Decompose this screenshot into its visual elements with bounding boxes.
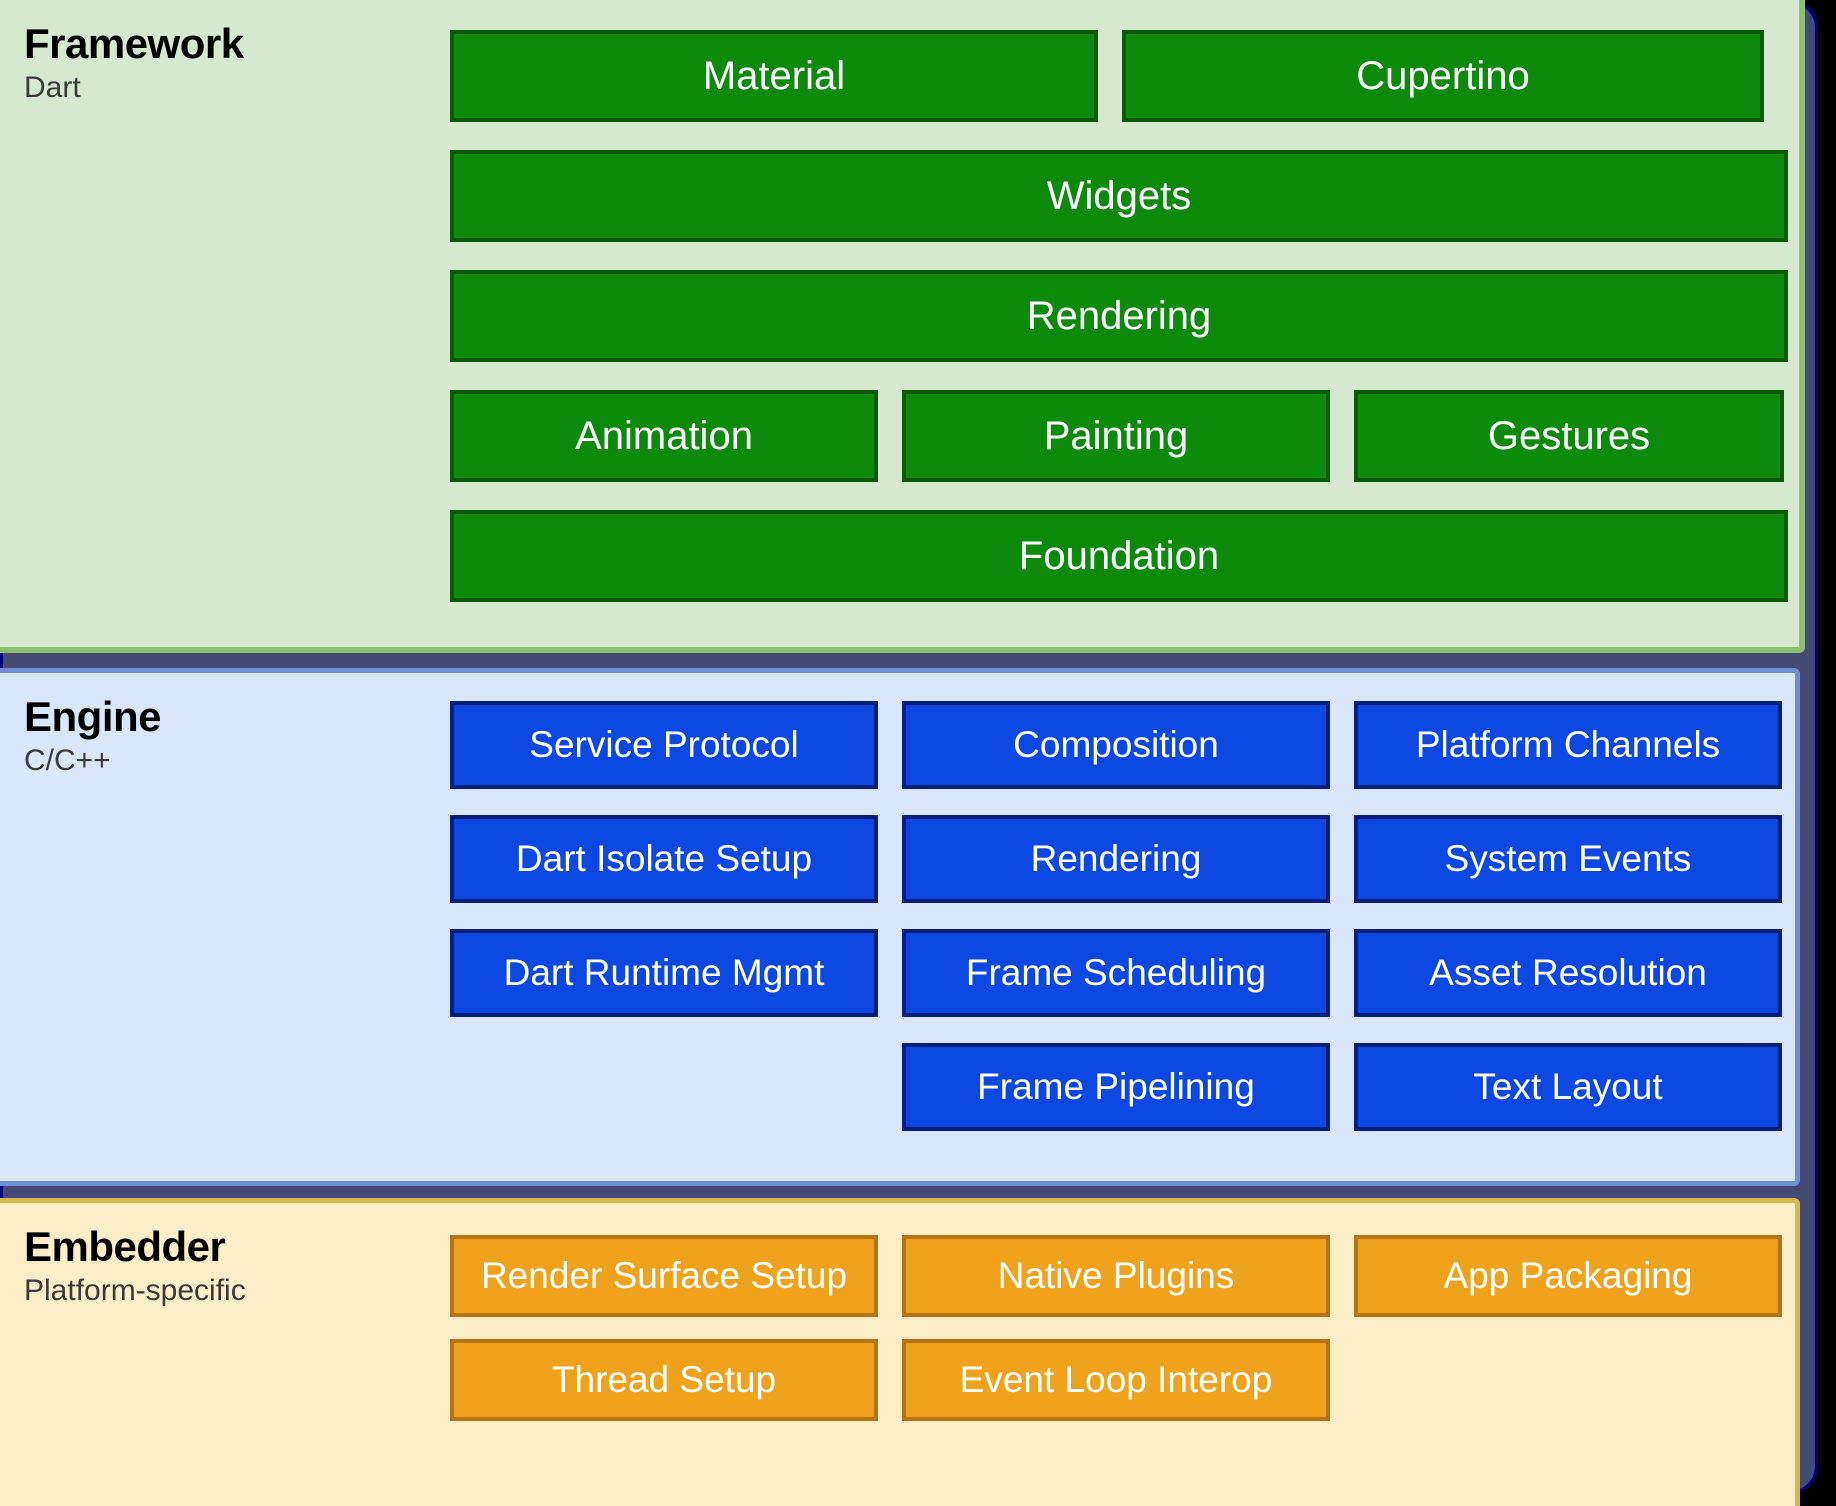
engine-row-4: Frame Pipelining Text Layout (450, 1043, 1788, 1131)
engine-box-dart-runtime-mgmt[interactable]: Dart Runtime Mgmt (450, 929, 878, 1017)
engine-box-asset-resolution[interactable]: Asset Resolution (1354, 929, 1782, 1017)
engine-box-dart-isolate-setup[interactable]: Dart Isolate Setup (450, 815, 878, 903)
framework-box-widgets[interactable]: Widgets (450, 150, 1788, 242)
framework-box-cupertino[interactable]: Cupertino (1122, 30, 1764, 122)
engine-box-system-events[interactable]: System Events (1354, 815, 1782, 903)
layer-engine-title: Engine (24, 693, 162, 740)
layer-framework-rows: Material Cupertino Widgets Rendering Ani… (450, 30, 1788, 630)
engine-box-frame-pipelining[interactable]: Frame Pipelining (902, 1043, 1330, 1131)
embedder-box-event-loop-interop[interactable]: Event Loop Interop (902, 1339, 1330, 1421)
framework-box-material[interactable]: Material (450, 30, 1098, 122)
layer-framework: Framework Dart Material Cupertino Widget… (0, 0, 1805, 653)
layer-engine: Engine C/C++ Service Protocol Compositio… (0, 668, 1800, 1186)
framework-box-rendering[interactable]: Rendering (450, 270, 1788, 362)
embedder-row-2: Thread Setup Event Loop Interop (450, 1339, 1788, 1421)
engine-box-text-layout[interactable]: Text Layout (1354, 1043, 1782, 1131)
layer-engine-rows: Service Protocol Composition Platform Ch… (450, 701, 1788, 1157)
framework-row-3: Rendering (450, 270, 1788, 362)
embedder-box-thread-setup[interactable]: Thread Setup (450, 1339, 878, 1421)
layer-embedder-subtitle: Platform-specific (24, 1274, 246, 1308)
framework-box-animation[interactable]: Animation (450, 390, 878, 482)
framework-row-5: Foundation (450, 510, 1788, 602)
embedder-box-native-plugins[interactable]: Native Plugins (902, 1235, 1330, 1317)
layer-embedder: Embedder Platform-specific Render Surfac… (0, 1198, 1800, 1506)
layer-engine-subtitle: C/C++ (24, 744, 111, 778)
embedder-box-app-packaging[interactable]: App Packaging (1354, 1235, 1782, 1317)
engine-box-platform-channels[interactable]: Platform Channels (1354, 701, 1782, 789)
engine-row-3: Dart Runtime Mgmt Frame Scheduling Asset… (450, 929, 1788, 1017)
layer-framework-title: Framework (24, 20, 244, 67)
engine-box-service-protocol[interactable]: Service Protocol (450, 701, 878, 789)
embedder-row-1: Render Surface Setup Native Plugins App … (450, 1235, 1788, 1317)
engine-box-rendering[interactable]: Rendering (902, 815, 1330, 903)
layer-framework-label: Framework Dart (24, 20, 364, 107)
framework-row-1: Material Cupertino (450, 30, 1788, 122)
embedder-box-render-surface-setup[interactable]: Render Surface Setup (450, 1235, 878, 1317)
framework-box-gestures[interactable]: Gestures (1354, 390, 1784, 482)
framework-row-4: Animation Painting Gestures (450, 390, 1788, 482)
engine-row-4-spacer (450, 1043, 878, 1131)
engine-box-frame-scheduling[interactable]: Frame Scheduling (902, 929, 1330, 1017)
layer-embedder-rows: Render Surface Setup Native Plugins App … (450, 1235, 1788, 1443)
engine-row-2: Dart Isolate Setup Rendering System Even… (450, 815, 1788, 903)
layer-engine-label: Engine C/C++ (24, 693, 364, 780)
framework-box-painting[interactable]: Painting (902, 390, 1330, 482)
layer-embedder-title: Embedder (24, 1223, 226, 1270)
engine-row-1: Service Protocol Composition Platform Ch… (450, 701, 1788, 789)
framework-box-foundation[interactable]: Foundation (450, 510, 1788, 602)
layer-embedder-label: Embedder Platform-specific (24, 1223, 364, 1310)
framework-row-2: Widgets (450, 150, 1788, 242)
layer-framework-subtitle: Dart (24, 71, 81, 105)
engine-box-composition[interactable]: Composition (902, 701, 1330, 789)
